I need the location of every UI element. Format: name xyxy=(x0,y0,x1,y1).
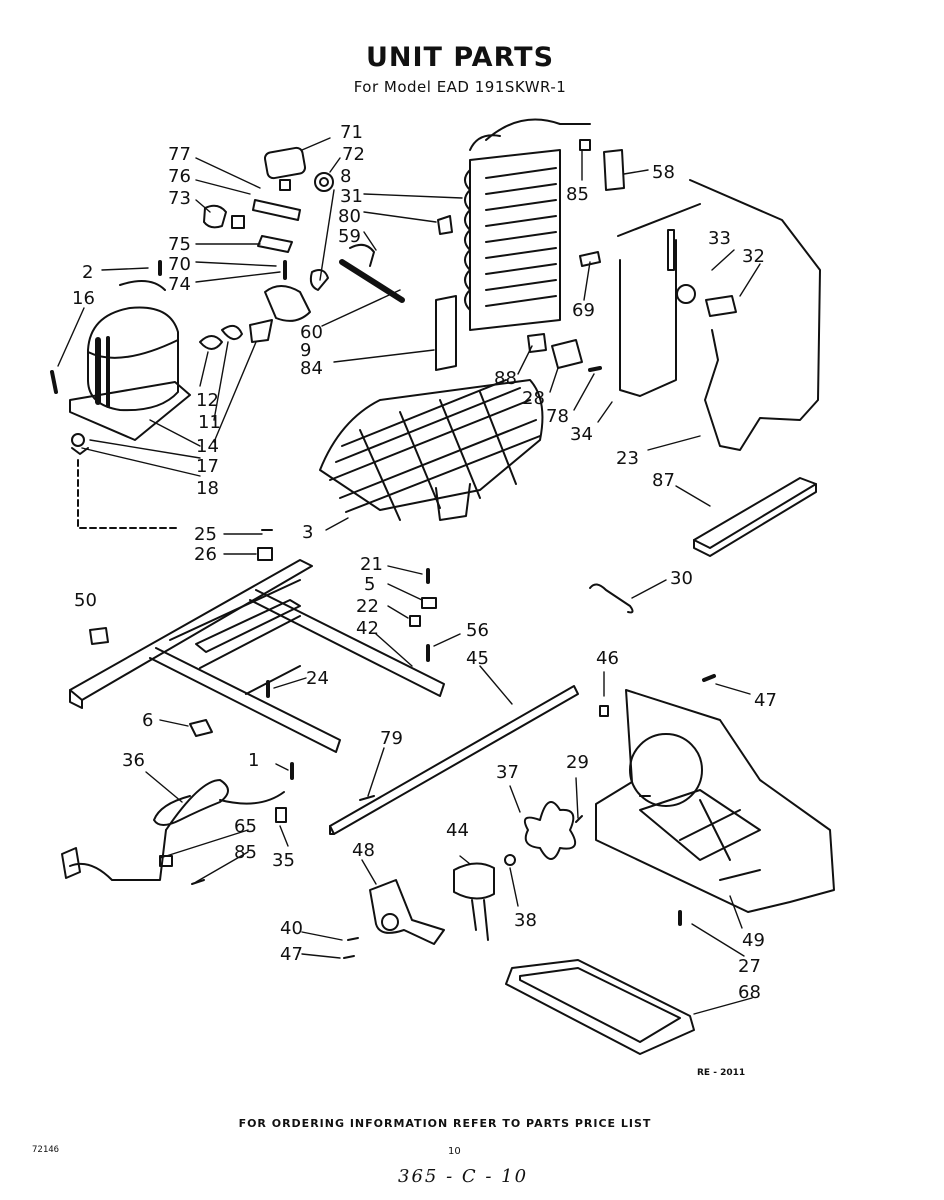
hardware-fasteners xyxy=(89,529,716,959)
fan-bracket xyxy=(595,689,835,913)
callout-18: 18 xyxy=(196,478,219,499)
callout-numbers: 71 72 77 8 76 31 73 80 85 58 59 75 70 33… xyxy=(72,122,777,1003)
callout-27: 27 xyxy=(738,956,761,977)
callout-23: 23 xyxy=(616,448,639,469)
drip-tray xyxy=(693,477,817,557)
callout-75: 75 xyxy=(168,234,191,255)
callout-87: 87 xyxy=(652,470,675,491)
callout-73: 73 xyxy=(168,188,191,209)
page-title: UNIT PARTS xyxy=(365,42,555,73)
capillary-tubing xyxy=(527,179,821,451)
callout-65: 65 xyxy=(234,816,257,837)
callout-12: 12 xyxy=(196,390,219,411)
callout-37: 37 xyxy=(496,762,519,783)
callout-68: 68 xyxy=(738,982,761,1003)
callout-48: 48 xyxy=(352,840,375,861)
callout-35: 35 xyxy=(272,850,295,871)
wire-clip xyxy=(589,583,634,614)
callout-60: 60 xyxy=(300,322,323,343)
model-subtitle: For Model EAD 191SKWR-1 xyxy=(353,78,567,96)
callout-85b: 85 xyxy=(234,842,257,863)
callout-11: 11 xyxy=(198,412,221,433)
callout-5: 5 xyxy=(364,574,375,595)
drain-pan xyxy=(505,959,695,1055)
callout-80: 80 xyxy=(338,206,361,227)
callout-16: 16 xyxy=(72,288,95,309)
callout-47b: 47 xyxy=(280,944,303,965)
callout-70: 70 xyxy=(168,254,191,275)
callout-2: 2 xyxy=(82,262,93,283)
callout-9: 9 xyxy=(300,340,311,361)
compressor-illustration xyxy=(50,306,191,529)
callout-32: 32 xyxy=(742,246,765,267)
ordering-footer-note: FOR ORDERING INFORMATION REFER TO PARTS … xyxy=(238,1117,652,1130)
callout-59: 59 xyxy=(338,226,361,247)
callout-17: 17 xyxy=(196,456,219,477)
callout-74: 74 xyxy=(168,274,191,295)
callout-3: 3 xyxy=(302,522,313,543)
callout-29: 29 xyxy=(566,752,589,773)
callout-30: 30 xyxy=(670,568,693,589)
callout-49: 49 xyxy=(742,930,765,951)
evaporator-coil xyxy=(437,118,625,331)
callout-71: 71 xyxy=(340,122,363,143)
callout-79: 79 xyxy=(380,728,403,749)
condenser-coil xyxy=(319,379,544,521)
callout-78: 78 xyxy=(546,406,569,427)
callout-76: 76 xyxy=(168,166,191,187)
callout-34: 34 xyxy=(570,424,593,445)
callout-24: 24 xyxy=(306,668,329,689)
callout-8: 8 xyxy=(340,166,351,187)
callout-45: 45 xyxy=(466,648,489,669)
diagram-reference-code: RE - 2011 xyxy=(697,1068,746,1078)
callout-42: 42 xyxy=(356,618,379,639)
callout-36: 36 xyxy=(122,750,145,771)
callout-38: 38 xyxy=(514,910,537,931)
page-number: 10 xyxy=(448,1146,461,1157)
callout-85: 85 xyxy=(566,184,589,205)
callout-leader-lines xyxy=(57,137,761,1015)
callout-72: 72 xyxy=(342,144,365,165)
callout-44: 44 xyxy=(446,820,469,841)
callout-50: 50 xyxy=(74,590,97,611)
power-cord xyxy=(61,779,287,881)
callout-26: 26 xyxy=(194,544,217,565)
callout-47a: 47 xyxy=(754,690,777,711)
callout-14: 14 xyxy=(196,436,219,457)
callout-40: 40 xyxy=(280,918,303,939)
callout-77: 77 xyxy=(168,144,191,165)
callout-22: 22 xyxy=(356,596,379,617)
callout-56: 56 xyxy=(466,620,489,641)
callout-88: 88 xyxy=(494,368,517,389)
base-frame xyxy=(69,559,579,835)
callout-46: 46 xyxy=(596,648,619,669)
handwritten-note: 365 - C - 10 xyxy=(398,1166,529,1187)
callout-33: 33 xyxy=(708,228,731,249)
callout-21: 21 xyxy=(360,554,383,575)
callout-69: 69 xyxy=(572,300,595,321)
callout-84: 84 xyxy=(300,358,323,379)
fan-motor-assembly xyxy=(369,801,577,945)
document-code: 72146 xyxy=(32,1145,60,1155)
callout-6: 6 xyxy=(142,710,153,731)
callout-25: 25 xyxy=(194,524,217,545)
callout-58: 58 xyxy=(652,162,675,183)
callout-1: 1 xyxy=(248,750,259,771)
callout-31: 31 xyxy=(340,186,363,207)
callout-28: 28 xyxy=(522,388,545,409)
